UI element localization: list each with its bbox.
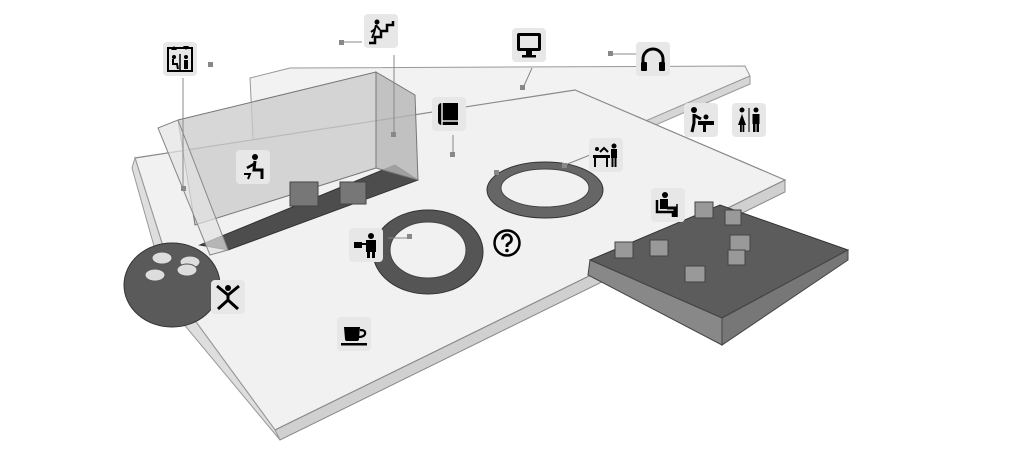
cube-seat [614,241,634,259]
cube-seat [729,234,751,252]
round-seat [176,263,198,277]
ring-desk-inner [389,221,467,279]
coffee-cup-icon [337,317,371,351]
ring-counter-inner [500,168,590,208]
cube-seat [339,181,367,205]
book-icon [432,97,466,131]
glass-room-left-wall [157,119,229,256]
seated-person-icon [236,150,270,184]
cube-seat [727,249,746,266]
reading-chair-icon [651,188,685,222]
cube-seat [289,181,319,207]
play-area-icon [211,280,245,314]
cube-seat [694,201,714,219]
cube-seat [684,265,706,283]
elevator-accessible-icon [163,42,197,76]
restrooms-icon [732,103,766,137]
headphones-icon [636,42,670,76]
stairs-icon [364,14,398,48]
cube-seat [724,209,742,226]
information-question-icon [490,226,524,260]
glass-room-right-wall [375,71,419,181]
computer-monitor-icon [512,28,546,62]
reading-platform-side-right [721,249,849,346]
leader-dots [181,40,613,239]
round-seat [151,251,173,265]
reception-desk-icon [589,138,623,172]
baby-changing-icon [684,103,718,137]
cube-seat [649,239,669,257]
self-service-desk-icon [349,228,383,262]
round-platform [123,242,221,328]
leader-lines [182,41,636,239]
round-seat [144,268,166,282]
